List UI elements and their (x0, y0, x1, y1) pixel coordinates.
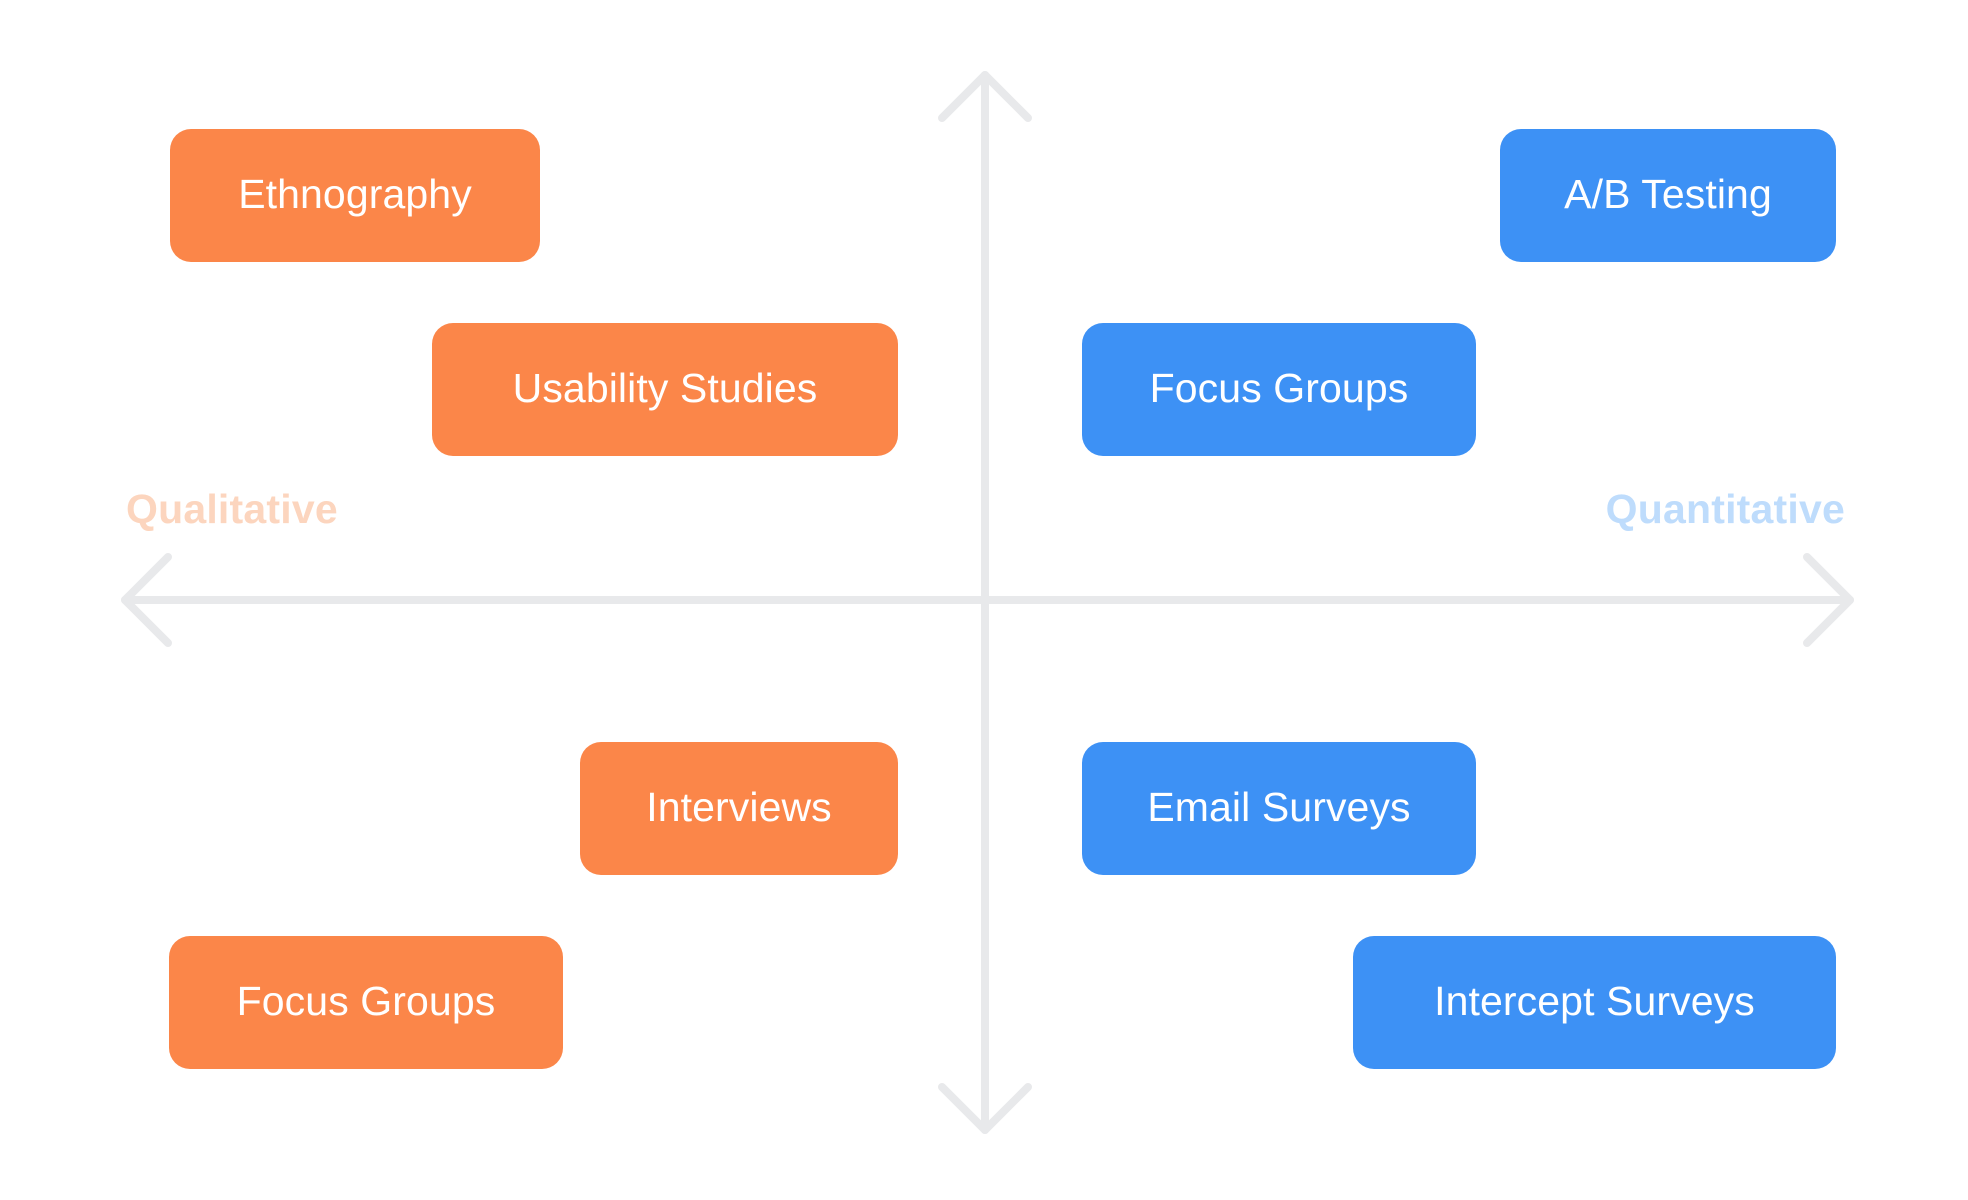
method-chip-label: Interviews (646, 784, 832, 830)
method-chip-label: Intercept Surveys (1434, 978, 1755, 1024)
method-chip-label: A/B Testing (1564, 171, 1772, 217)
method-chip-label: Focus Groups (1149, 365, 1409, 411)
axis-arrow-right-icon (1803, 553, 1854, 647)
method-chip-label: Focus Groups (236, 978, 496, 1024)
method-chip-label: Usability Studies (512, 365, 818, 411)
axis-arrow-left-icon (121, 553, 172, 647)
method-chip[interactable]: Interviews (580, 742, 898, 875)
axis-arrow-down-icon (938, 1083, 1032, 1134)
axis-arrow-up-icon (938, 71, 1032, 122)
method-chip-label: Ethnography (238, 171, 472, 217)
method-chip[interactable]: Usability Studies (432, 323, 898, 456)
method-chip[interactable]: A/B Testing (1500, 129, 1836, 262)
axis-pole-label-quantitative: Quantitative (1605, 486, 1845, 532)
method-chip[interactable]: Ethnography (170, 129, 540, 262)
method-chip[interactable]: Email Surveys (1082, 742, 1476, 875)
axis-group (121, 71, 1854, 1134)
axis-pole-label-qualitative: Qualitative (126, 486, 338, 532)
method-chip[interactable]: Intercept Surveys (1353, 936, 1836, 1069)
method-chip[interactable]: Focus Groups (1082, 323, 1476, 456)
method-chip[interactable]: Focus Groups (169, 936, 563, 1069)
method-chip-label: Email Surveys (1147, 784, 1411, 830)
